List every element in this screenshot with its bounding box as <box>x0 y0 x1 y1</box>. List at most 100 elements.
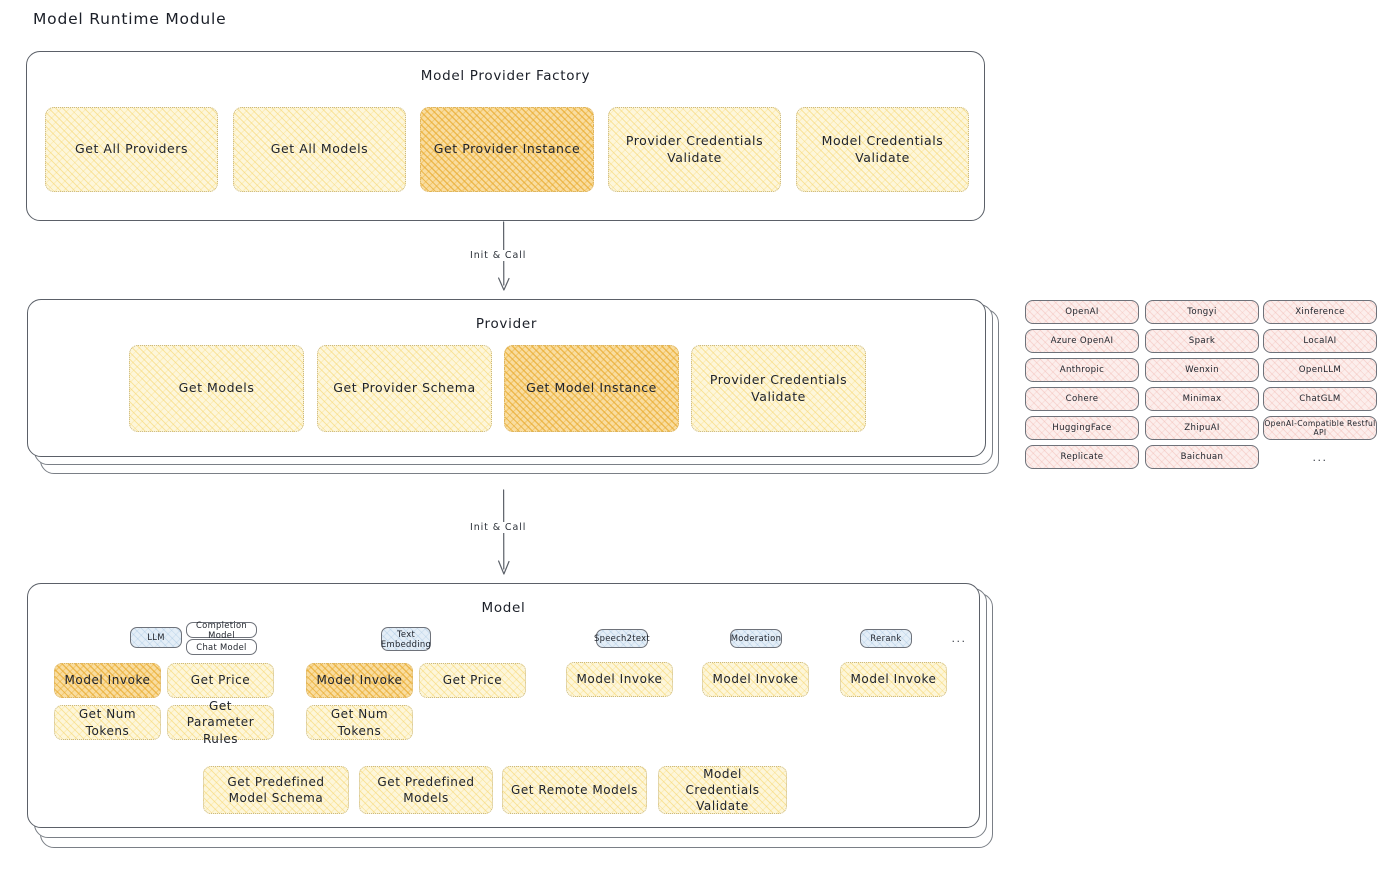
factory-box-provider-credentials-validate[interactable]: Provider Credentials Validate <box>608 107 781 192</box>
model-subtype-label: Chat Model <box>196 642 247 652</box>
model-type-label: Speech2text <box>594 633 651 644</box>
provider-chip-label: OpenAI <box>1065 307 1099 317</box>
action-label: Get Price <box>190 673 251 688</box>
provider-chip-replicate[interactable]: Replicate <box>1025 445 1139 469</box>
text-embedding-action-get-price[interactable]: Get Price <box>419 663 526 698</box>
provider-box-label: Get Model Instance <box>526 380 657 396</box>
provider-chip-localai[interactable]: LocalAI <box>1263 329 1377 353</box>
provider-chip-label: ZhipuAI <box>1184 423 1220 433</box>
action-label: Model Invoke <box>576 672 663 687</box>
model-common-action-model-credentials-validate[interactable]: Model Credentials Validate <box>658 766 787 814</box>
action-label: Model Invoke <box>316 673 403 688</box>
model-title: Model <box>481 600 526 616</box>
action-label: Get Price <box>442 673 503 688</box>
model-type-label: LLM <box>147 632 165 643</box>
model-common-action-get-predefined-model-schema[interactable]: Get Predefined Model Schema <box>203 766 349 814</box>
factory-box-label: Get All Models <box>270 141 369 157</box>
model-type-chip-speech2text[interactable]: Speech2text <box>594 629 651 648</box>
page-title: Model Runtime Module <box>33 10 227 28</box>
provider-chip-label: Baichuan <box>1180 452 1224 462</box>
provider-chip-label: ChatGLM <box>1299 394 1341 404</box>
factory-box-label: Model Credentials Validate <box>821 132 944 165</box>
provider-chip-label: Minimax <box>1182 394 1222 404</box>
model-type-chip-rerank[interactable]: Rerank <box>860 629 912 648</box>
provider-chip-anthropic[interactable]: Anthropic <box>1025 358 1139 382</box>
model-subtype-chip-chat-model[interactable]: Chat Model <box>186 639 257 655</box>
action-label: Model Invoke <box>64 673 151 688</box>
provider-chip-label: Tongyi <box>1187 307 1217 317</box>
arrow-icon <box>498 489 510 575</box>
provider-box-get-model-instance[interactable]: Get Model Instance <box>504 345 679 432</box>
model-common-action-get-remote-models[interactable]: Get Remote Models <box>502 766 647 814</box>
provider-chip-label: HuggingFace <box>1052 423 1112 433</box>
provider-chip-huggingface[interactable]: HuggingFace <box>1025 416 1139 440</box>
provider-box-label: Get Models <box>178 380 255 396</box>
provider-chip-xinference[interactable]: Xinference <box>1263 300 1377 324</box>
provider-box-provider-credentials-validate[interactable]: Provider Credentials Validate <box>691 345 866 432</box>
moderation-action-model-invoke[interactable]: Model Invoke <box>702 662 809 697</box>
model-subtype-chip-completion-model[interactable]: Completion Model <box>186 620 257 640</box>
factory-box-get-all-models[interactable]: Get All Models <box>233 107 406 192</box>
provider-list-more-label: ... <box>1312 450 1328 464</box>
provider-chip-cohere[interactable]: Cohere <box>1025 387 1139 411</box>
factory-box-model-credentials-validate[interactable]: Model Credentials Validate <box>796 107 969 192</box>
provider-chip-openai-compatible-restful-api[interactable]: OpenAI-Compatible Restful API <box>1263 416 1377 440</box>
factory-box-label: Get Provider Instance <box>433 141 581 157</box>
factory-box-label: Get All Providers <box>74 141 189 157</box>
model-types-more-label: ... <box>951 632 967 645</box>
provider-title: Provider <box>475 316 538 332</box>
factory-title: Model Provider Factory <box>420 68 591 84</box>
provider-chip-baichuan[interactable]: Baichuan <box>1145 445 1259 469</box>
model-type-label: Text Embedding <box>380 628 432 649</box>
provider-chip-label: Anthropic <box>1059 365 1105 375</box>
llm-action-get-num-tokens[interactable]: Get Num Tokens <box>54 705 161 740</box>
model-type-chip-moderation[interactable]: Moderation <box>730 629 782 648</box>
speech2text-action-model-invoke[interactable]: Model Invoke <box>566 662 673 697</box>
factory-box-get-all-providers[interactable]: Get All Providers <box>45 107 218 192</box>
factory-box-get-provider-instance[interactable]: Get Provider Instance <box>420 107 594 192</box>
model-common-action-get-predefined-models[interactable]: Get Predefined Models <box>359 766 493 814</box>
provider-chip-label: OpenAI-Compatible Restful API <box>1264 419 1376 437</box>
provider-chip-minimax[interactable]: Minimax <box>1145 387 1259 411</box>
action-label: Get Num Tokens <box>330 707 389 738</box>
provider-chip-zhipuai[interactable]: ZhipuAI <box>1145 416 1259 440</box>
factory-box-label: Provider Credentials Validate <box>625 132 764 165</box>
provider-list-more: ... <box>1263 445 1377 469</box>
action-label: Model Invoke <box>850 672 937 687</box>
model-type-chip-llm[interactable]: LLM <box>130 627 182 648</box>
arrow-provider-to-model: Init & Call <box>467 489 540 581</box>
action-label: Model Credentials Validate <box>685 766 760 814</box>
rerank-action-model-invoke[interactable]: Model Invoke <box>840 662 947 697</box>
provider-chip-spark[interactable]: Spark <box>1145 329 1259 353</box>
action-label: Get Num Tokens <box>78 707 137 738</box>
llm-action-model-invoke[interactable]: Model Invoke <box>54 663 161 698</box>
provider-chip-openllm[interactable]: OpenLLM <box>1263 358 1377 382</box>
provider-chip-chatglm[interactable]: ChatGLM <box>1263 387 1377 411</box>
provider-chip-openai[interactable]: OpenAI <box>1025 300 1139 324</box>
provider-chip-label: Cohere <box>1065 394 1099 404</box>
provider-chip-label: Wenxin <box>1185 365 1219 375</box>
provider-box-get-provider-schema[interactable]: Get Provider Schema <box>317 345 492 432</box>
provider-chip-tongyi[interactable]: Tongyi <box>1145 300 1259 324</box>
provider-chip-wenxin[interactable]: Wenxin <box>1145 358 1259 382</box>
action-label: Get Predefined Models <box>377 774 475 805</box>
provider-chip-label: LocalAI <box>1303 336 1337 346</box>
provider-chip-azure-openai[interactable]: Azure OpenAI <box>1025 329 1139 353</box>
arrow-label: Init & Call <box>467 250 530 261</box>
provider-box-get-models[interactable]: Get Models <box>129 345 304 432</box>
provider-chip-label: Replicate <box>1060 452 1104 462</box>
llm-action-get-price[interactable]: Get Price <box>167 663 274 698</box>
model-subtype-label: Completion Model <box>196 620 247 640</box>
model-type-chip-text-embedding[interactable]: Text Embedding <box>381 627 431 651</box>
model-type-label: Rerank <box>870 633 902 644</box>
text-embedding-action-model-invoke[interactable]: Model Invoke <box>306 663 413 698</box>
provider-chip-label: Xinference <box>1295 307 1345 317</box>
model-type-label: Moderation <box>730 633 782 644</box>
model-types-more: ... <box>946 629 972 648</box>
action-label: Get Parameter Rules <box>186 699 255 746</box>
action-label: Model Invoke <box>712 672 799 687</box>
action-label: Get Remote Models <box>511 782 638 797</box>
llm-action-get-parameter-rules[interactable]: Get Parameter Rules <box>167 699 274 746</box>
text-embedding-action-get-num-tokens[interactable]: Get Num Tokens <box>306 705 413 740</box>
